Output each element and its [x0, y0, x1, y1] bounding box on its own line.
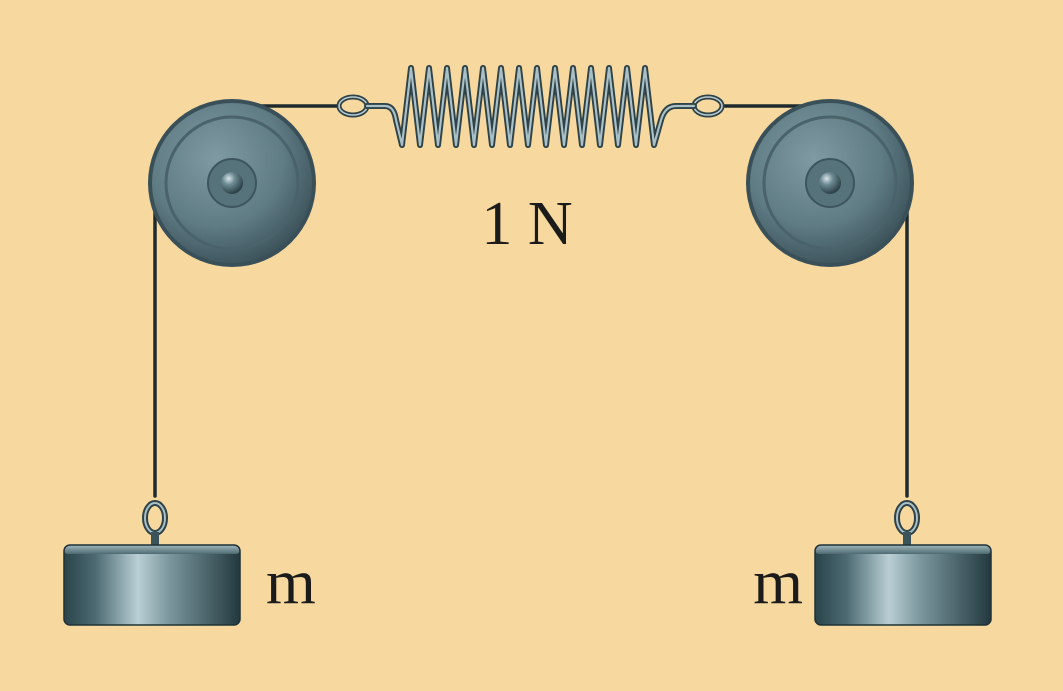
spring-force-label: 1 N [481, 190, 572, 258]
left-mass-label: m [266, 546, 316, 617]
left-hook [142, 500, 168, 546]
left-mass-icon [63, 544, 241, 626]
right-mass-label: m [753, 546, 803, 617]
right-hook [894, 500, 920, 546]
right-mass-icon [814, 544, 992, 626]
right-pulley-icon [746, 99, 914, 267]
left-pulley-icon [148, 99, 316, 267]
spring-icon [336, 65, 725, 148]
